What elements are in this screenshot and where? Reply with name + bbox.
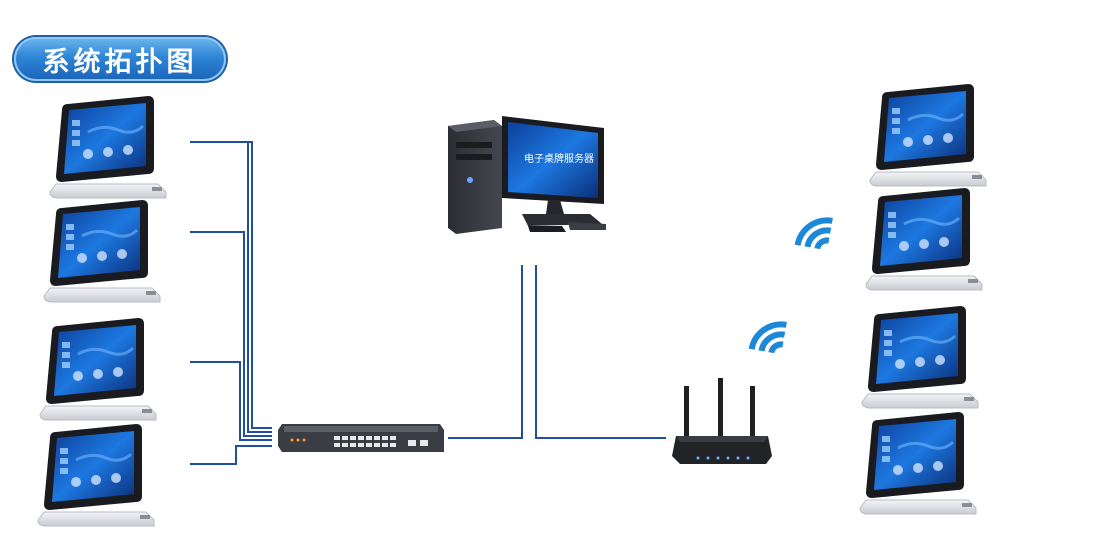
wifi-signal-icon-1 (798, 216, 833, 251)
server-computer: 电子桌牌服务器 (448, 116, 606, 234)
tablet-right-3 (860, 304, 980, 410)
wireless-router (672, 378, 772, 464)
title-badge: 系统拓扑图 (14, 37, 226, 81)
network-switch (278, 424, 444, 452)
page-title: 系统拓扑图 (42, 46, 198, 78)
tablet-right-1 (868, 82, 988, 188)
tablet-left-1 (48, 94, 168, 200)
ethernet-cables (190, 141, 666, 465)
tablet-right-2 (864, 186, 984, 292)
tablet-left-2 (42, 198, 162, 304)
tablet-right-4 (858, 410, 978, 516)
tablet-left-4 (36, 422, 156, 528)
tablet-left-3 (38, 316, 158, 422)
server-screen-label: 电子桌牌服务器 (524, 152, 594, 165)
wifi-signal-icon-2 (752, 320, 787, 355)
